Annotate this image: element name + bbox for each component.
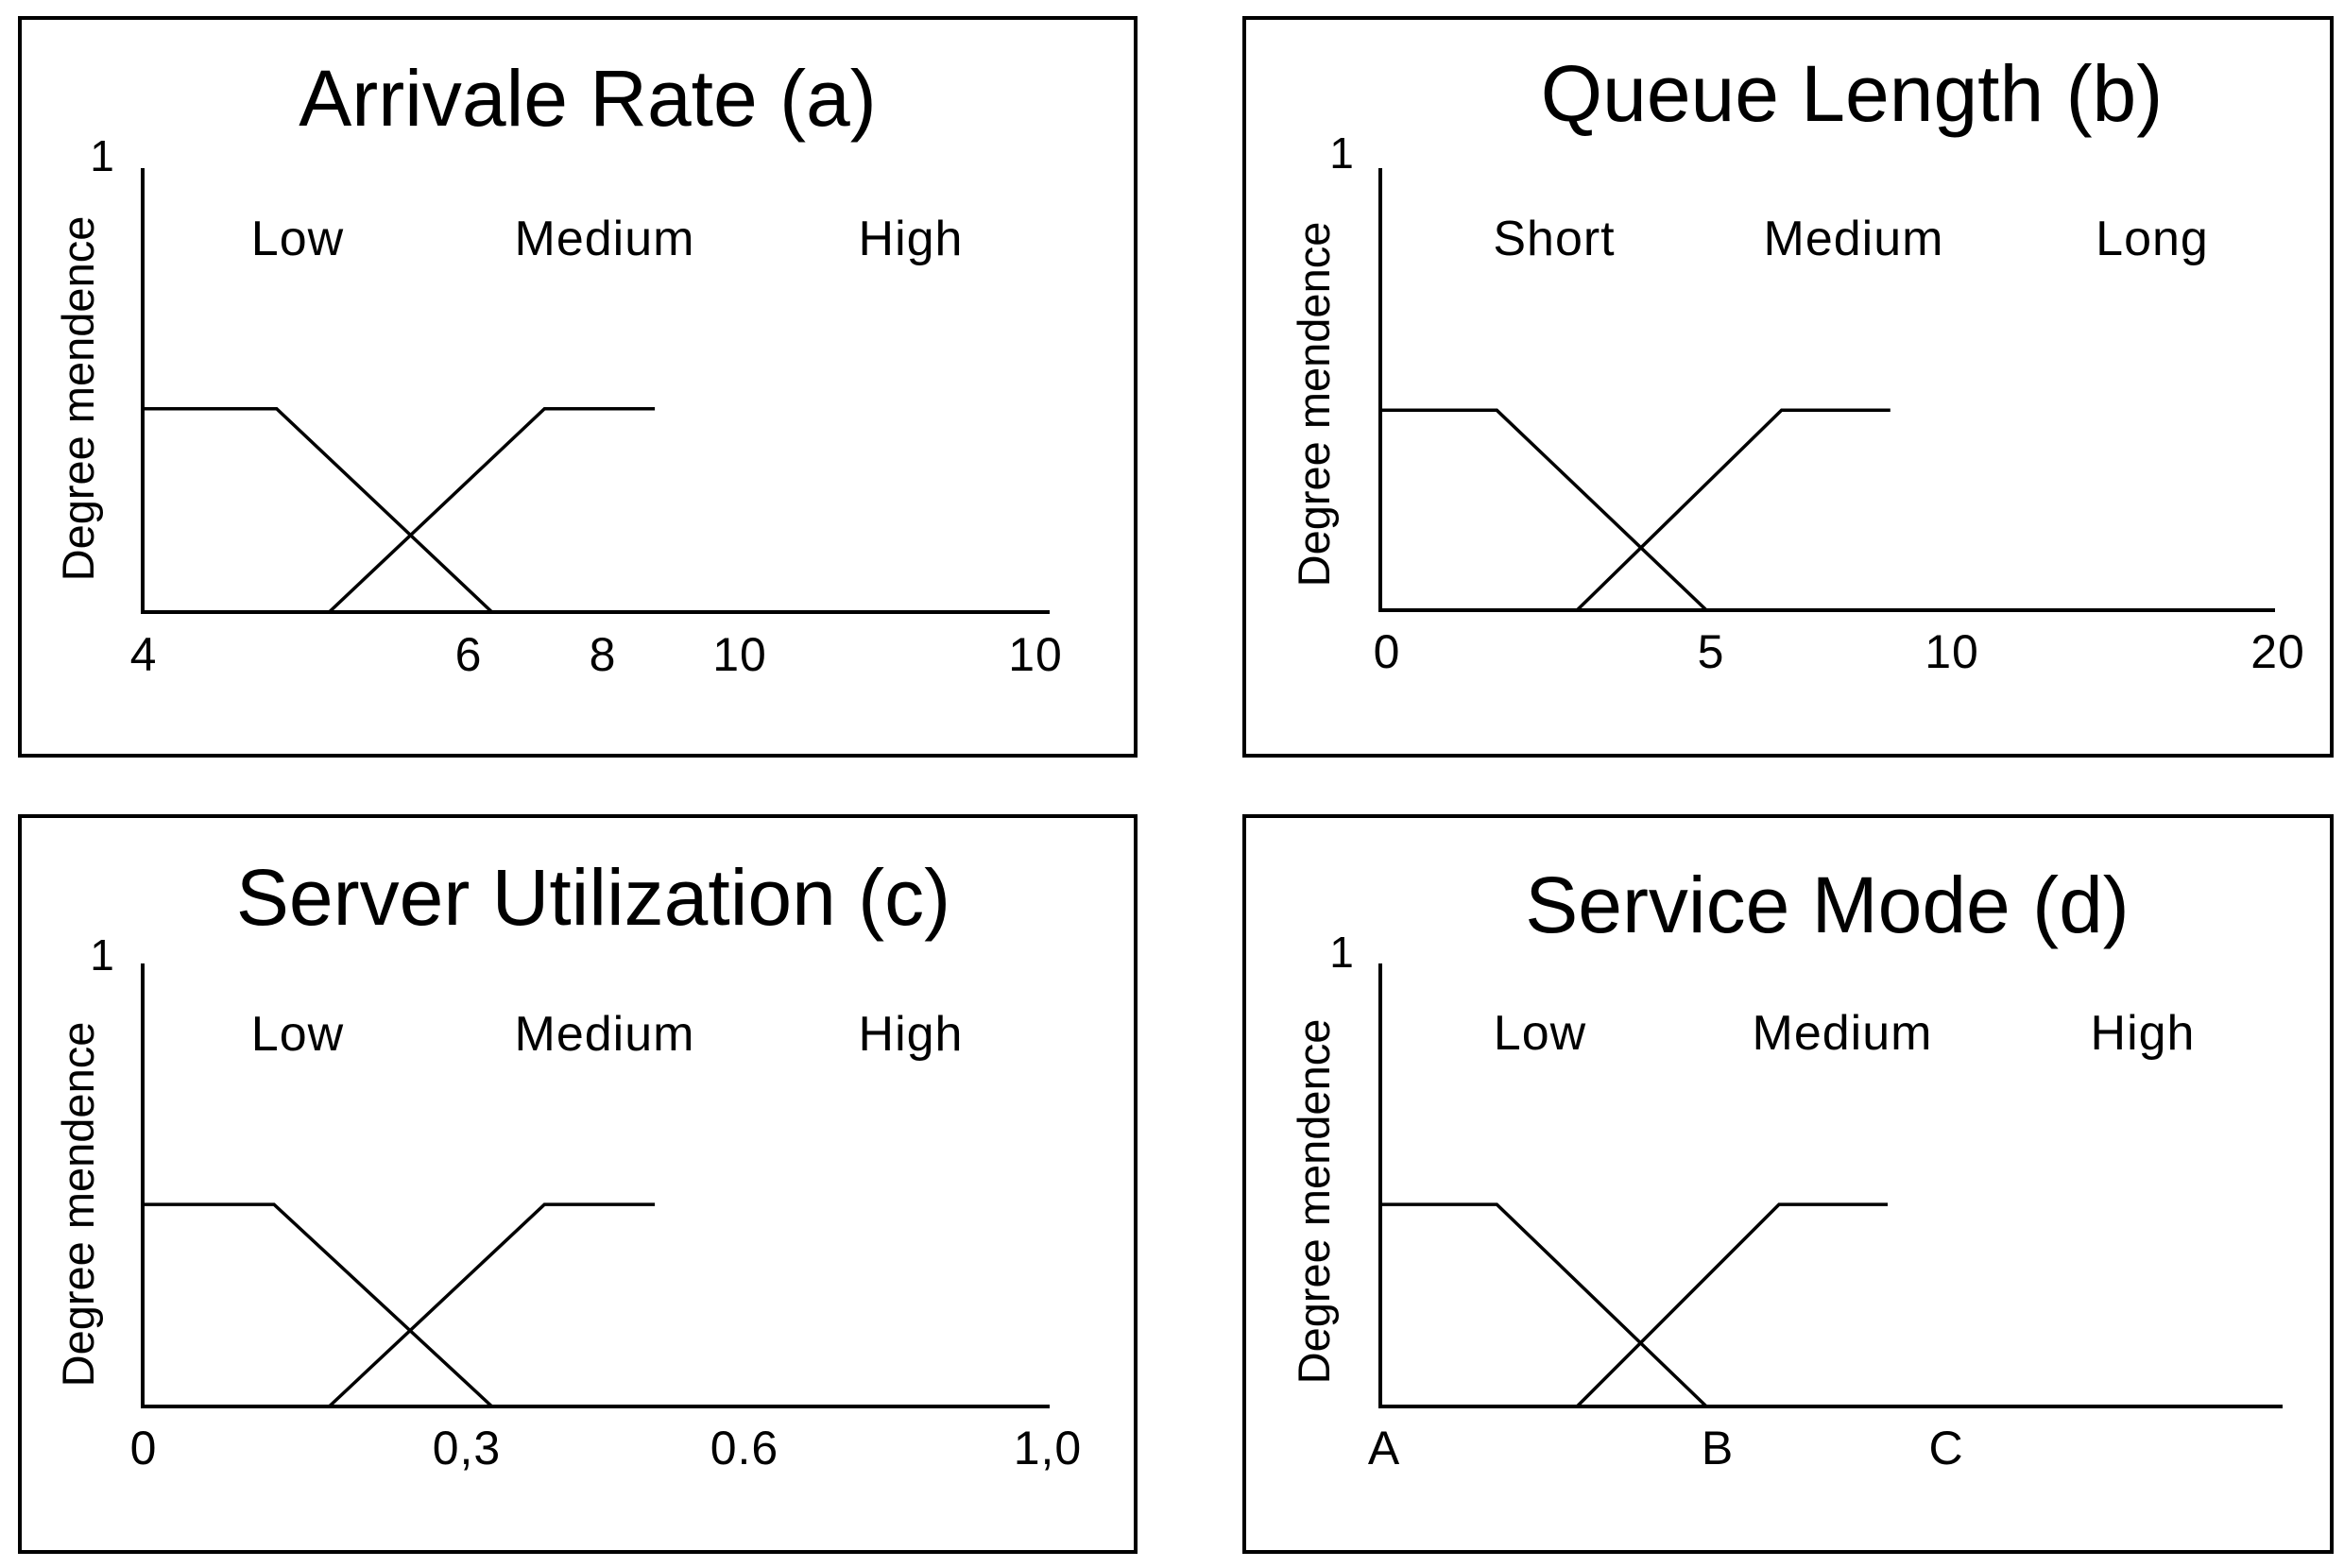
tick-label: 0,3	[433, 1422, 502, 1474]
membership-curve-low	[143, 1202, 493, 1408]
y-max-label: 1	[90, 930, 114, 980]
y-axis-label: Degree mendence	[53, 1022, 103, 1388]
tick-label: 10	[712, 628, 767, 681]
y-max-label: 1	[1329, 128, 1354, 178]
panel-frame	[1242, 16, 2334, 758]
membership-curve-low	[143, 406, 493, 614]
term-label-high: High	[2091, 1006, 2196, 1061]
tick-label: A	[1368, 1422, 1400, 1474]
tick-label: B	[1702, 1422, 1734, 1474]
axes	[1378, 168, 2275, 612]
term-label-medium: Medium	[1764, 212, 1944, 266]
tick-label: 4	[130, 628, 158, 681]
tick-label: 0	[130, 1422, 158, 1474]
term-label-high: High	[859, 1007, 964, 1062]
chart-title: Arrivale Rate (a)	[299, 54, 877, 143]
chart-title: Server Utilization (c)	[236, 853, 950, 942]
axes	[141, 168, 1050, 614]
term-label-medium: Medium	[515, 212, 695, 266]
tick-label: 0	[1374, 625, 1401, 678]
tick-label: 0.6	[710, 1422, 779, 1474]
term-label-long: Long	[2096, 212, 2209, 266]
tick-label: 10	[1008, 628, 1063, 681]
tick-label: C	[1928, 1422, 1963, 1474]
term-label-low: Low	[251, 212, 344, 266]
tick-label: 6	[455, 628, 483, 681]
membership-curve-long	[1575, 408, 1891, 612]
membership-curve-high	[1575, 1202, 1888, 1408]
axes	[141, 963, 1050, 1408]
term-label-short: Short	[1493, 212, 1615, 266]
panel-frame	[18, 16, 1138, 758]
term-label-low: Low	[251, 1007, 344, 1062]
y-max-label: 1	[90, 131, 114, 180]
tick-label: 8	[590, 628, 617, 681]
axes	[1378, 963, 2283, 1408]
membership-curve-high	[328, 406, 656, 614]
panel-arrival-rate: Arrivale Rate (a) 1 Degree mendence Low …	[18, 16, 1138, 758]
tick-label: 10	[1925, 625, 1979, 678]
panel-server-utilization: Server Utilization (c) 1 Degree mendence…	[18, 814, 1138, 1554]
y-axis-label: Degree mendence	[1289, 1019, 1339, 1385]
y-max-label: 1	[1329, 928, 1354, 977]
panel-frame	[18, 814, 1138, 1554]
membership-curve-low	[1380, 1202, 1708, 1408]
term-label-medium: Medium	[1753, 1006, 1933, 1061]
tick-label: 20	[2250, 625, 2305, 678]
term-label-medium: Medium	[515, 1007, 695, 1062]
term-label-high: High	[859, 212, 964, 266]
panel-service-mode: Service Mode (d) 1 Degree mendence Low M…	[1242, 814, 2334, 1554]
y-axis-label: Degree mendence	[53, 216, 103, 582]
tick-label: 1,0	[1014, 1422, 1083, 1474]
panel-queue-length: Queue Length (b) 1 Degree mendence Short…	[1242, 16, 2334, 758]
term-label-low: Low	[1494, 1006, 1586, 1061]
y-axis-label: Degree mendence	[1289, 222, 1339, 588]
chart-title: Queue Length (b)	[1541, 49, 2163, 138]
chart-title: Service Mode (d)	[1525, 861, 2130, 949]
panel-frame	[1242, 814, 2334, 1554]
tick-label: 5	[1698, 625, 1725, 678]
membership-curve-short	[1380, 408, 1708, 612]
membership-curve-high	[328, 1202, 656, 1408]
